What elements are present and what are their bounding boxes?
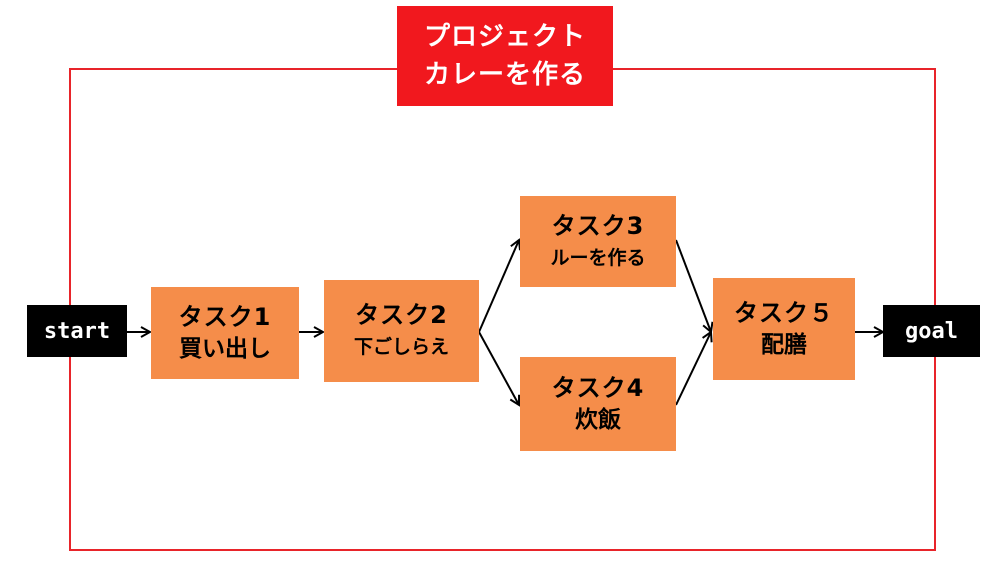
arrow-task2-task3: [478, 240, 519, 333]
task5-desc: 配膳: [761, 332, 807, 358]
arrow-task3-task5: [675, 239, 711, 332]
task3-desc: ルーを作る: [550, 246, 646, 269]
start-label: start: [43, 318, 111, 344]
task4-node: タスク4 炊飯: [520, 357, 676, 451]
goal-label: goal: [905, 318, 958, 344]
task2-name: タスク2: [355, 301, 448, 329]
task2-desc: 下ごしらえ: [353, 336, 449, 358]
goal-node: goal: [883, 305, 980, 357]
task1-name: タスク1: [178, 303, 272, 331]
start-node: start: [27, 305, 127, 357]
project-title-line2: カレーを作る: [423, 60, 586, 90]
project-title: プロジェクト カレーを作る: [397, 6, 613, 106]
arrow-task2-task4: [478, 331, 519, 405]
task1-desc: 買い出し: [179, 336, 271, 362]
task1-node: タスク1 買い出し: [151, 287, 299, 379]
project-title-line1: プロジェクト: [423, 22, 586, 52]
task4-name: タスク4: [551, 374, 645, 402]
task4-desc: 炊飯: [575, 407, 621, 433]
arrow-task4-task5: [675, 332, 711, 406]
task2-node: タスク2 下ごしらえ: [324, 280, 479, 382]
task3-name: タスク3: [551, 211, 645, 240]
task5-node: タスク５ 配膳: [713, 278, 855, 380]
task5-name: タスク５: [734, 299, 834, 327]
task3-node: タスク3 ルーを作る: [520, 196, 676, 287]
